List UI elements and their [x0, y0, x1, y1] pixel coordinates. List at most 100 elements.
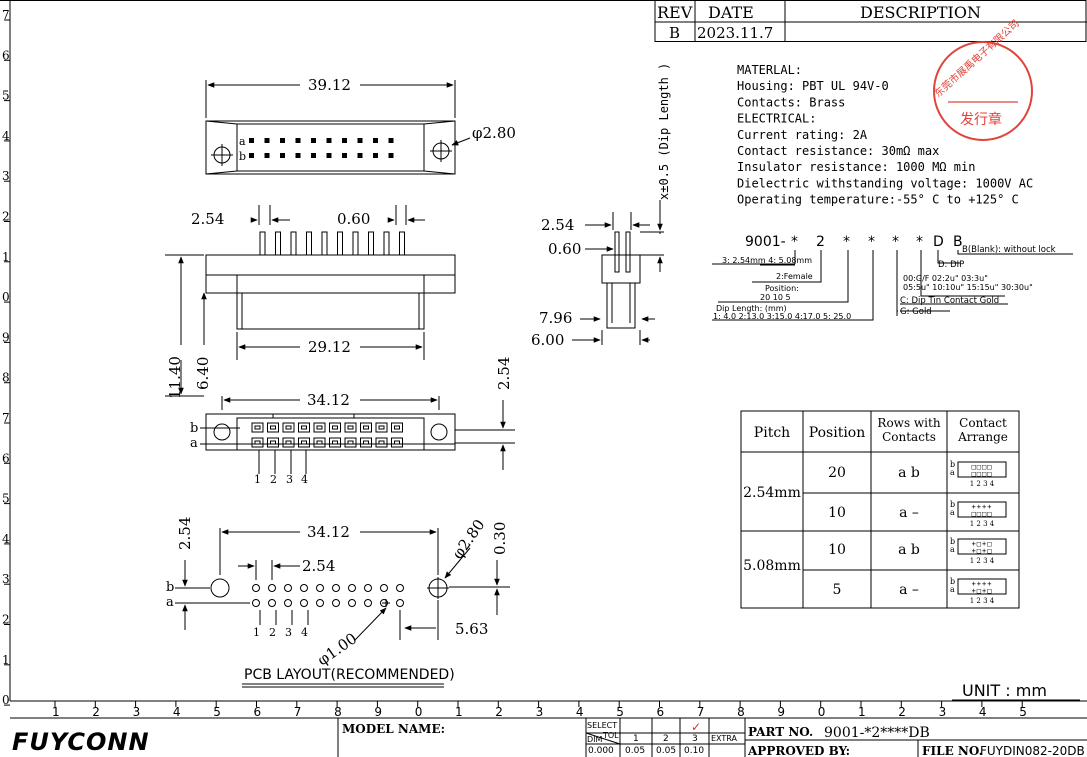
spec-line: ELECTRICAL:	[737, 112, 816, 126]
pin-square	[264, 153, 270, 158]
pin-square	[280, 153, 285, 158]
contact-cell	[267, 422, 279, 433]
code-note-d: D: DIP	[938, 260, 964, 270]
contact-cell	[282, 422, 295, 433]
dim-bottom-width: 34.12	[307, 391, 350, 409]
arrange-row-b: b	[950, 537, 955, 546]
rev-value: B	[669, 24, 680, 42]
pcb-hole-a	[348, 599, 356, 607]
dim-pcb-hole: φ1.00	[314, 629, 360, 669]
front-pin	[321, 231, 328, 256]
arrange-numbers: 1 2 3 4	[970, 557, 995, 565]
contact-cell	[375, 437, 388, 448]
bottom-view	[200, 396, 515, 474]
bottom-grid-number: 2	[92, 705, 100, 719]
front-pin	[352, 231, 359, 256]
pcb-hole-a	[268, 599, 276, 607]
spec-table-rows: a b	[898, 542, 920, 558]
bottom-pin-1: 1	[254, 473, 261, 486]
pcb-pin-1: 1	[253, 626, 260, 639]
left-grid-number: 2	[2, 613, 10, 627]
pin-square	[326, 153, 332, 158]
row-a-label: a	[239, 135, 246, 148]
approved-label: APPROVED BY:	[747, 744, 850, 757]
pin-square	[249, 153, 254, 158]
left-grid-number: 7	[2, 411, 10, 425]
dim-side-dip: x±0.5 (Dip Length )	[657, 63, 671, 200]
spec-table-header: Rows with	[877, 416, 940, 430]
spec-table-position: 5	[833, 582, 842, 598]
front-pin	[275, 231, 281, 256]
pin-square	[326, 138, 332, 143]
dim-pcb-offset: 0.30	[491, 522, 509, 555]
pcb-title-underline	[242, 683, 444, 688]
part-code-diagram	[712, 250, 1073, 321]
spec-table-position: 10	[828, 542, 846, 558]
arrange-pattern: □□□□	[972, 510, 993, 518]
code-plating-2: 05:5u" 10:10u" 15:15u" 30:30u"	[903, 283, 1033, 292]
left-grid-number: 1	[2, 653, 10, 667]
pcb-hole-a	[252, 599, 260, 607]
contact-cell-inner	[363, 425, 369, 430]
check-mark: ✓	[691, 720, 701, 734]
spec-table-header: Position	[809, 425, 866, 441]
bottom-grid-number: 6	[657, 705, 665, 719]
arrange-row-b: b	[950, 577, 955, 586]
pcb-pin-2: 2	[269, 626, 276, 639]
tol-value-2: 0.05	[656, 746, 676, 756]
revision-block	[654, 0, 1087, 42]
pin-square	[295, 138, 301, 143]
bottom-grid-number: 0	[818, 705, 826, 719]
pcb-hole-a	[284, 599, 292, 607]
left-grid-number: 2	[2, 210, 10, 224]
contact-cell	[313, 437, 326, 448]
stamp-label: 发行章	[960, 111, 1002, 128]
part-no-label: PART NO.	[748, 725, 813, 739]
bottom-row-b: b	[190, 421, 198, 436]
col-header-2: 2	[663, 734, 669, 744]
arrange-row-a: a	[950, 468, 955, 477]
code-dip-vals: 1: 4.0 2:13.0 3:15.0 4:17.0 5: 25.0	[713, 312, 851, 321]
contact-cell-inner	[301, 440, 307, 445]
code-gold: G: Gold	[900, 307, 932, 317]
bottom-pin-3: 3	[286, 473, 293, 486]
arrange-pattern: □□□□	[972, 470, 993, 478]
front-pin	[290, 231, 297, 256]
bottom-grid-number: 8	[737, 705, 745, 719]
dim-pitch: 2.54	[191, 210, 224, 228]
bottom-grid-number: 4	[173, 705, 181, 719]
pcb-hole-b	[284, 584, 292, 592]
code-c6: *	[916, 234, 923, 250]
code-c2: 2	[816, 234, 825, 250]
date-header: DATE	[708, 3, 754, 22]
pin-square	[357, 138, 363, 143]
bottom-grid-number: 8	[334, 705, 342, 719]
svg-text:东莞市展禹电子有限公司: 东莞市展禹电子有限公司	[931, 17, 1021, 100]
dim-pcb-mount: φ2.80	[449, 516, 489, 562]
spec-table-header: Contacts	[882, 430, 936, 444]
contact-cell-inner	[332, 440, 338, 445]
pin-square	[357, 153, 363, 158]
arrange-pattern: +□+□	[972, 547, 993, 555]
pcb-layout-view	[175, 528, 510, 641]
pin-square	[264, 138, 270, 143]
top-view	[205, 80, 471, 175]
bottom-grid-number: 9	[374, 705, 382, 719]
spec-line: Operating temperature:-55° C to +125° C	[737, 193, 1019, 207]
dim-side-pitch: 2.54	[541, 216, 574, 234]
dim-body-width: 29.12	[308, 338, 351, 356]
pin-square	[388, 138, 394, 143]
pcb-hole-b	[300, 584, 308, 592]
dim-pcb-edge: 5.63	[455, 620, 488, 638]
pcb-holes	[252, 584, 404, 607]
bottom-view-contacts	[251, 422, 403, 448]
bottom-grid-number: 5	[1019, 705, 1027, 719]
unit-label: UNIT : mm	[962, 681, 1047, 700]
left-grid-number: 1	[2, 250, 10, 264]
code-base: 9001-	[745, 234, 786, 250]
left-grid-number: 8	[2, 371, 10, 385]
bottom-grid-number: 3	[536, 705, 544, 719]
left-grid-number: 9	[2, 330, 10, 344]
spec-table-pitch: 5.08mm	[743, 558, 801, 574]
dim-side-w2: 6.00	[531, 331, 564, 349]
